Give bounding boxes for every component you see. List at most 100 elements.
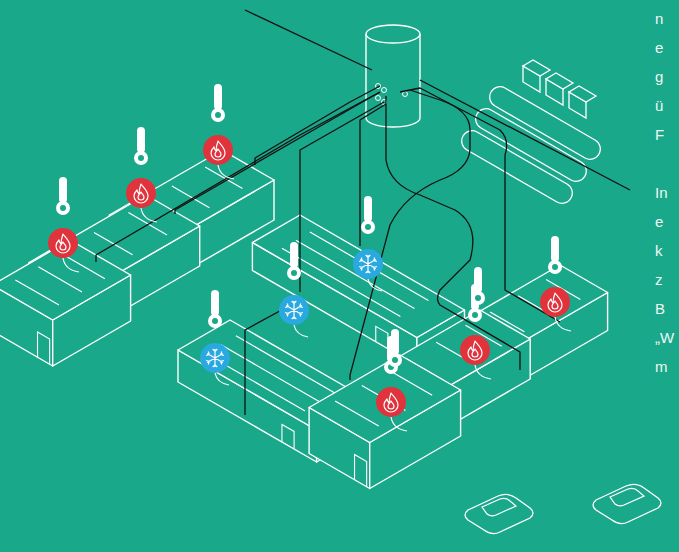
thermometer-dot: [365, 224, 371, 230]
pipe: [350, 90, 470, 380]
sensor-lead: [141, 208, 157, 222]
thermometer-stem: [137, 127, 145, 153]
heat-icon: [48, 228, 78, 258]
heat-icon: [540, 287, 570, 317]
thermometer-dot: [212, 318, 218, 324]
tank-port: [382, 88, 387, 93]
text-fragment: g: [655, 68, 663, 86]
thermometer: [211, 84, 225, 122]
thermometer: [134, 127, 148, 165]
thermometer-bulb: [56, 201, 70, 215]
thermometer-bulb: [388, 353, 402, 367]
flame-symbol: [548, 293, 562, 312]
text-fragment: m: [655, 358, 668, 376]
thermometer: [56, 177, 70, 215]
heat-circle: [126, 178, 156, 208]
building-roof: [252, 215, 464, 338]
sensor-lead: [368, 279, 382, 291]
thermometer-dot: [60, 205, 66, 211]
heat-icon: [203, 135, 233, 165]
heat-icon: [460, 335, 490, 365]
thermometer: [388, 329, 402, 367]
thermometer-bulb: [287, 266, 301, 280]
heat-circle: [203, 135, 233, 165]
pipe: [96, 92, 380, 262]
thermometer-stem: [474, 267, 482, 293]
heat-circle: [376, 387, 406, 417]
heat-circle: [48, 228, 78, 258]
text-fragment: z: [655, 271, 663, 289]
thermometer: [287, 242, 301, 280]
supply-line: [245, 10, 372, 70]
pipe: [360, 104, 386, 246]
car-roof: [610, 488, 644, 505]
thermometer-stem: [59, 177, 67, 203]
thermometer-dot: [472, 312, 478, 318]
flame-symbol: [56, 234, 70, 253]
thermometer-dot: [392, 357, 398, 363]
thermometer-stem: [211, 290, 219, 316]
tank-top: [366, 25, 420, 43]
thermometer-dot: [552, 264, 558, 270]
building-block: [0, 240, 131, 366]
text-fragment: In: [655, 184, 668, 202]
pipe: [386, 96, 520, 370]
text-fragment: e: [655, 213, 663, 231]
thermometer: [548, 236, 562, 274]
thermometer-bulb: [208, 314, 222, 328]
text-fragment: B: [655, 300, 665, 318]
pipe: [300, 102, 384, 292]
heat-circle: [460, 335, 490, 365]
text-fragment: n: [655, 10, 663, 28]
tank-body: [366, 34, 420, 127]
car: [465, 494, 533, 533]
cold-icon: [353, 249, 383, 279]
text-fragment: e: [655, 39, 663, 57]
thermometer-dot: [215, 112, 221, 118]
car-body: [465, 494, 533, 533]
sensor-lead: [218, 165, 234, 179]
heat-icon: [376, 387, 406, 417]
floor-heating-coil: [15, 254, 105, 306]
cold-icon: [279, 295, 309, 325]
door: [376, 326, 388, 348]
text-fragment: k: [655, 242, 663, 260]
car-body: [593, 484, 661, 523]
thermometer-stem: [551, 236, 559, 262]
sensor-lead: [215, 373, 229, 385]
sensor-lead: [294, 325, 308, 337]
thermometer-dot: [475, 295, 481, 301]
thermometer-bulb: [548, 260, 562, 274]
flame-symbol: [468, 341, 482, 360]
door: [38, 332, 50, 364]
snowflake-symbol: [285, 301, 303, 319]
text-fragment: ü: [655, 97, 663, 115]
cold-circle: [353, 249, 383, 279]
snowflake-symbol: [206, 349, 224, 367]
thermometer: [208, 290, 222, 328]
thermometer: [361, 196, 375, 234]
snowflake-symbol: [359, 255, 377, 273]
tank-port: [403, 92, 408, 97]
flame-symbol: [134, 184, 148, 203]
thermometer-bulb: [361, 220, 375, 234]
text-fragment: F: [655, 126, 664, 144]
sensor-lead: [555, 317, 571, 331]
cold-circle: [279, 295, 309, 325]
heat-pump-unit: [462, 60, 601, 203]
sensor-lead: [391, 417, 407, 431]
thermometer-bulb: [211, 108, 225, 122]
building-block: [309, 355, 461, 489]
compressor-box: [569, 86, 596, 102]
thermometer-dot: [138, 155, 144, 161]
tank-port: [376, 96, 381, 101]
text-fragment: „W: [655, 329, 674, 347]
sensor-lead: [63, 258, 79, 272]
thermometer-stem: [290, 242, 298, 268]
flame-symbol: [384, 393, 398, 412]
buildings: [0, 150, 608, 489]
compressor-box: [523, 60, 550, 76]
pipe: [255, 86, 380, 165]
thermometer-stem: [391, 329, 399, 355]
